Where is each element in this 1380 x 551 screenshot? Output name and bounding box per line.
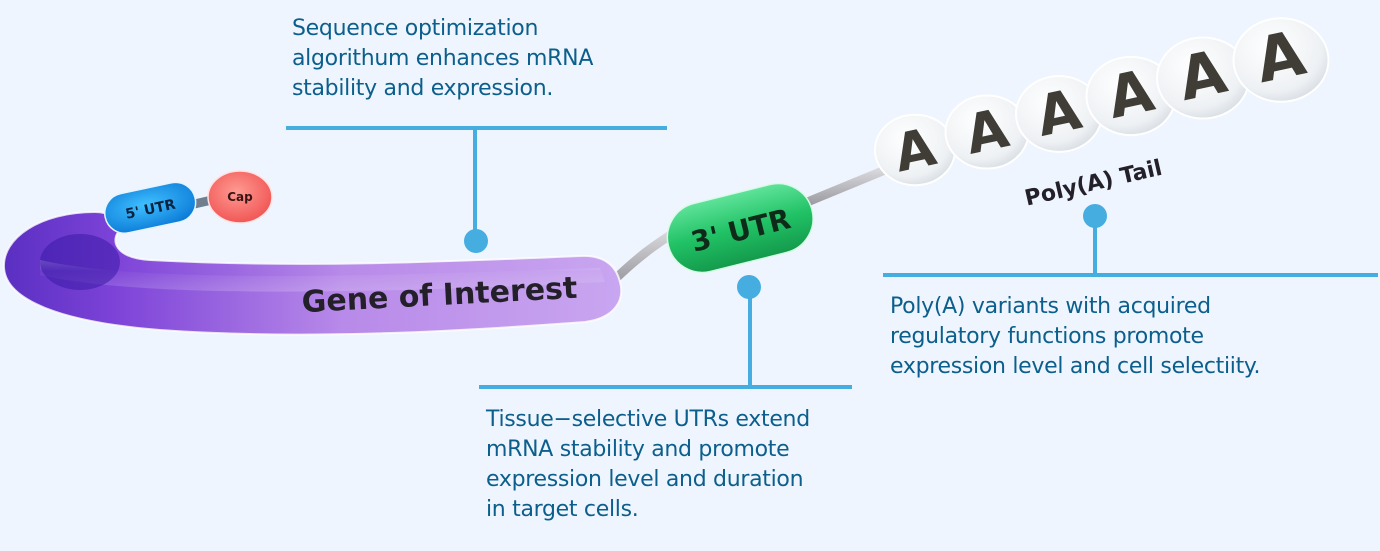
- polya-bead: A: [874, 113, 956, 187]
- polya-bead: A: [1156, 36, 1250, 120]
- cap-label: Cap: [227, 190, 253, 204]
- utr5-element: 5' UTR: [104, 181, 197, 234]
- callout-sequence-text: Sequence optimization algorithum enhance…: [292, 16, 594, 101]
- callout-polya-text: Poly(A) variants with acquired regulator…: [890, 294, 1261, 379]
- polya-bead: A: [1085, 55, 1177, 137]
- callout-polya-connector: [883, 204, 1378, 277]
- utr3-element: 3' UTR: [666, 182, 814, 274]
- polya-tail-label: Poly(A) Tail: [1023, 156, 1165, 212]
- callout-utr-text: Tissue−selective UTRs extend mRNA stabil…: [486, 407, 810, 522]
- callout-sequence-connector: [286, 126, 667, 253]
- polya-bead: A: [944, 94, 1030, 170]
- polya-bead: A: [1015, 75, 1103, 153]
- gene-of-interest: [2, 210, 623, 336]
- callout-sequence-dot: [464, 229, 488, 253]
- cap-element: Cap: [207, 170, 273, 224]
- callout-polya-dot: [1083, 204, 1107, 228]
- polya-bead-sphere: [1232, 17, 1330, 103]
- polya-bead: A: [1232, 16, 1330, 103]
- callout-utr-connector: [479, 275, 852, 389]
- callout-utr-dot: [737, 275, 761, 299]
